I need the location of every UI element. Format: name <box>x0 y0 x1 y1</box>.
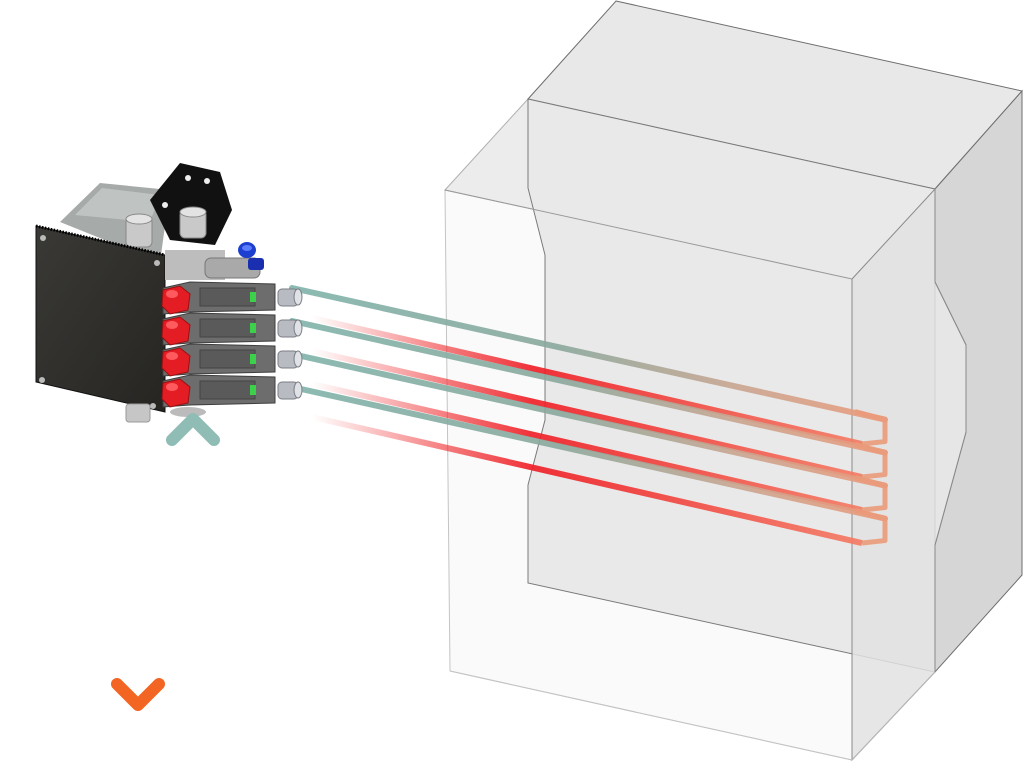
manifold-housing-top <box>75 188 160 222</box>
status-indicator-icon <box>250 385 256 395</box>
mold-edge <box>851 671 936 761</box>
supply-line <box>289 285 888 423</box>
valve-module-stack <box>161 281 303 408</box>
cooling-circuits <box>289 285 888 546</box>
mold-block <box>444 0 1023 762</box>
mounting-bracket <box>150 163 232 245</box>
status-indicator-icon <box>250 354 256 364</box>
circuit-loop-end <box>854 508 888 546</box>
return-line <box>311 348 863 480</box>
plate-edge <box>35 224 166 257</box>
circuit-loop-end <box>854 442 888 480</box>
bottom-fitting <box>125 403 151 423</box>
plate-screw <box>40 235 46 241</box>
circuit-loop-end <box>854 409 888 447</box>
bracket-hole <box>185 175 191 181</box>
manifold-unit <box>35 163 303 423</box>
hose-connector-icon <box>277 288 303 307</box>
bracket-hole <box>204 178 210 184</box>
top-port-opening <box>125 213 153 225</box>
supply-line <box>289 318 888 456</box>
outlet-arrow <box>111 429 165 711</box>
arrow-up-icon <box>166 413 220 446</box>
top-port-opening <box>179 206 207 218</box>
status-indicator-icon <box>250 323 256 333</box>
red-valve-icon <box>161 347 191 377</box>
hose-connector-icon <box>277 319 303 338</box>
arrow-down-icon <box>111 678 165 711</box>
bottom-fitting <box>170 407 206 417</box>
return-line <box>311 381 863 513</box>
return-line <box>311 414 863 546</box>
plate-screw <box>39 377 45 383</box>
status-indicator-icon <box>250 292 256 302</box>
mold-edge <box>444 189 853 280</box>
bracket-hole <box>162 202 168 208</box>
plate-screw <box>150 403 156 409</box>
circuit-loop-end <box>854 475 888 513</box>
valve-module <box>161 312 303 346</box>
red-valve-icon <box>161 378 191 408</box>
plate-screw <box>154 260 160 266</box>
hose-connector-icon <box>277 350 303 369</box>
red-valve-icon <box>161 316 191 346</box>
inlet-arrow <box>166 413 220 711</box>
manifold-front-plate <box>35 225 166 413</box>
valve-module <box>161 343 303 377</box>
valve-module <box>161 374 303 408</box>
supply-line <box>289 351 888 489</box>
return-line <box>311 315 863 447</box>
hose-connector-icon <box>277 381 303 400</box>
supply-line <box>289 384 888 522</box>
red-valve-icon <box>161 285 191 315</box>
mold-edge <box>449 670 853 761</box>
blue-valve-icon <box>238 242 264 270</box>
valve-module <box>161 281 303 315</box>
